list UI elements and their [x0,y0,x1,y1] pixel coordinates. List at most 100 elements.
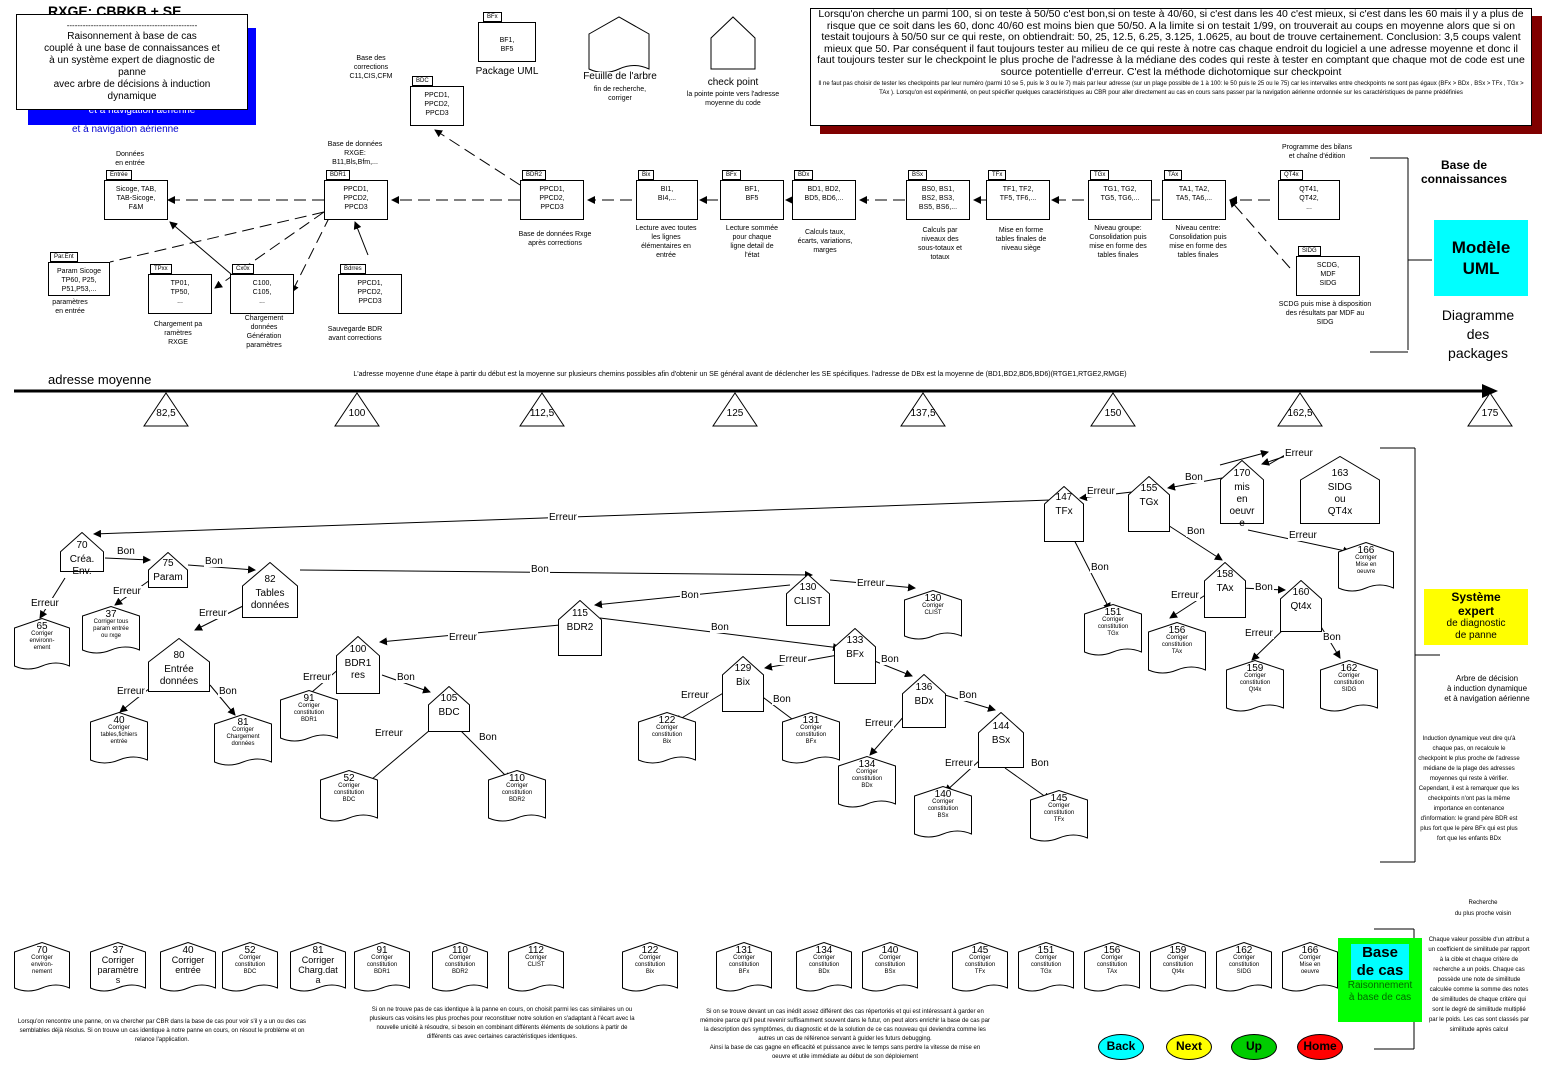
leaf-number: 37 [112,945,124,956]
package-tab-qt4x: QT4x [1280,170,1303,180]
edge-label-error: Erreur [680,690,710,701]
expert-tree-title: Arbre de décision à induction dynamique … [1444,674,1530,703]
leaf-number: 156 [1168,625,1186,636]
checkpoint-shape [786,574,830,626]
leaf-text: Corriger tous param entrée ou rxge [93,619,129,639]
leaf-shape [716,942,772,992]
leaf-number: 122 [658,715,676,726]
checkpoint-number: 136 [915,681,933,693]
next-button[interactable]: Next [1166,1034,1212,1060]
leaf-text: Corriger constitution TGx [1097,617,1129,637]
leaf-shape [1148,622,1206,674]
checkpoint-label: Qt4x [1290,600,1312,612]
leaf-shape [1030,790,1088,842]
package-body-cx0x: C100, C105, ... [252,280,272,305]
package-note-tpxx: Chargement pa ramètres RXGE [153,321,203,346]
axis-note: L'adresse moyenne d'une étape à partir d… [353,371,1127,378]
leaf-number: 112 [528,945,544,956]
axis-label: adresse moyenne [48,372,152,387]
package-body-sidg: SCDG, MDF SIDG [1316,262,1340,287]
checkpoint-number: 160 [1292,586,1310,598]
up-button[interactable]: Up [1231,1034,1277,1060]
checkpoint-number: 158 [1216,568,1234,580]
leaf-text: Corriger constitution BFx [728,955,760,975]
checkpoint-shape [558,600,602,656]
leaf-number: 81 [237,717,249,728]
back-button[interactable]: Back [1098,1034,1144,1060]
leaf-number: 162 [1235,945,1253,956]
checkpoint-number: 100 [349,643,367,655]
leaf-shape [862,942,918,992]
edge-label-error: Erreur [1086,486,1116,497]
edge-label-error: Erreur [778,654,808,665]
intro-separator: ----------------------------------------… [66,21,198,30]
checkpoint-label: BDC [438,706,460,718]
checkpoint-label: TFx [1055,506,1073,517]
package-tab-tgx: TGx [1090,170,1110,180]
leaf-shape [14,618,70,670]
leaf-number: 110 [452,945,468,956]
edge-label-ok: Bon [1030,758,1050,769]
axis-tick-marker [1090,392,1136,427]
home-button[interactable]: Home [1297,1034,1343,1060]
package-qt4x: QT41, QT42, ... [1278,180,1340,220]
edge-label-error: Erreur [302,672,332,683]
leaf-number: 134 [815,945,833,956]
leaf-text: Corriger constitution TFx [964,955,996,975]
